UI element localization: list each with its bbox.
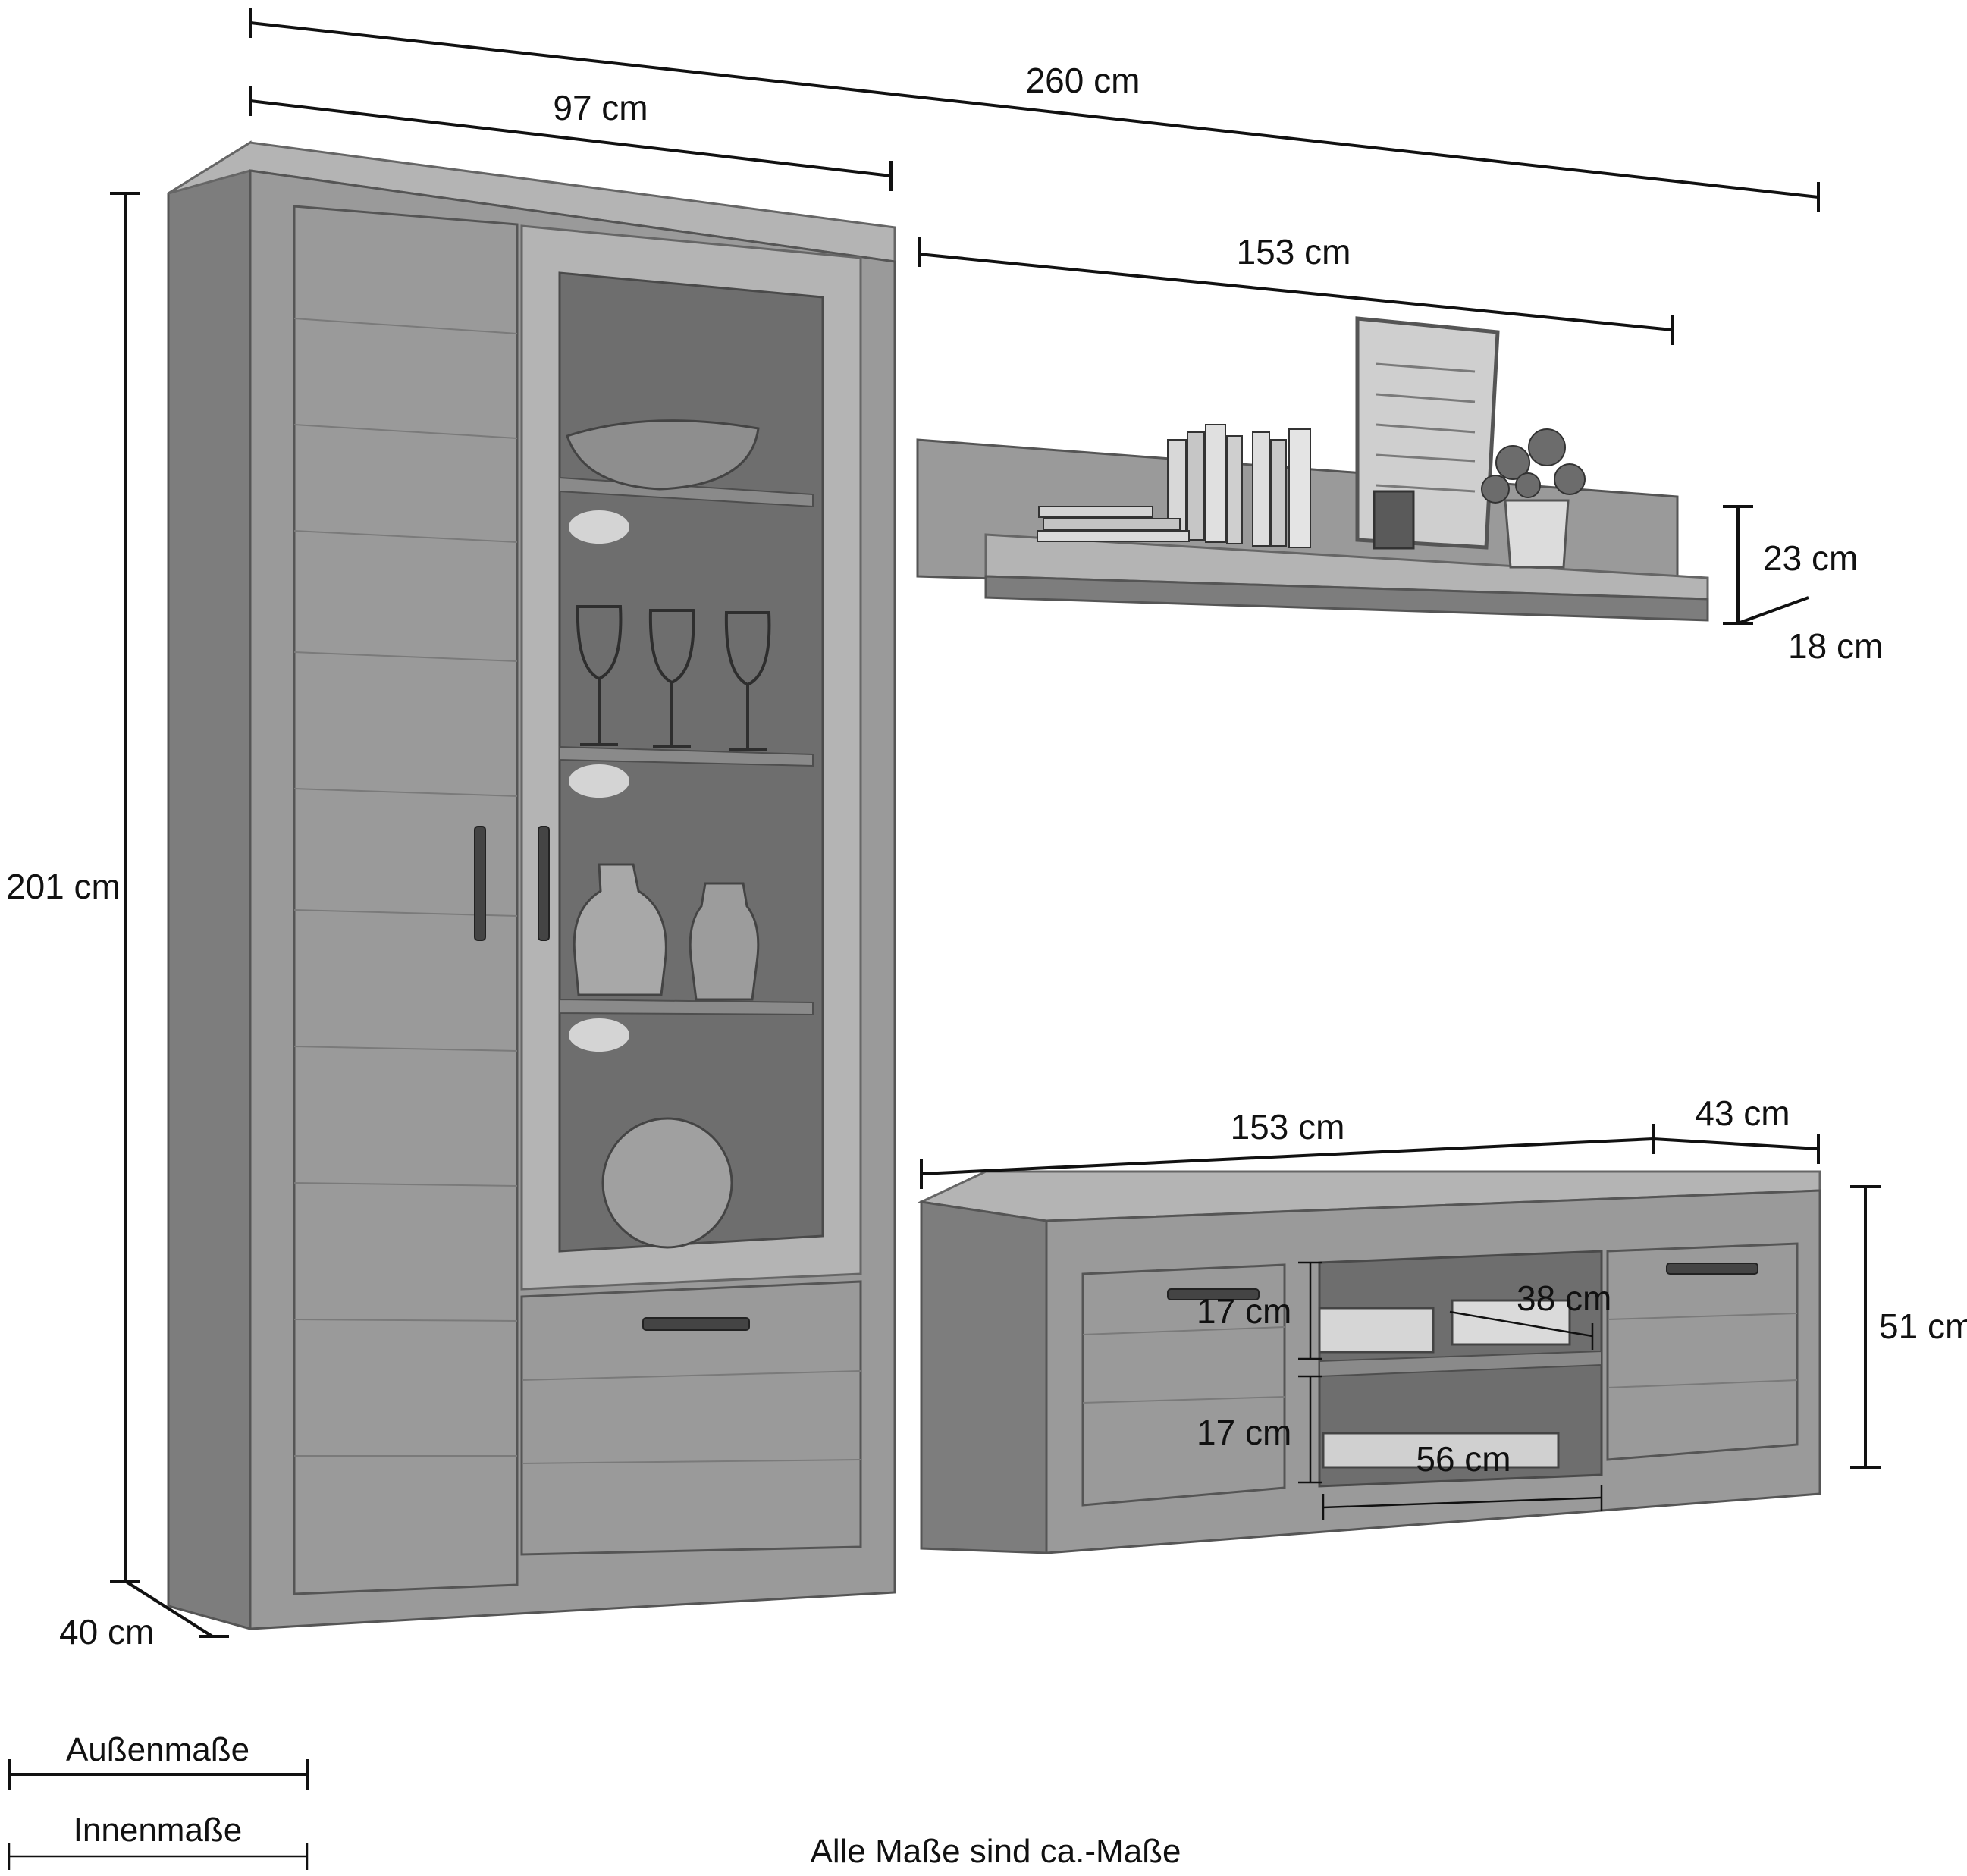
total-width-label: 260 cm: [1026, 61, 1140, 100]
cabinet-led-light: [569, 764, 629, 798]
decor-player: [1322, 1432, 1560, 1469]
legend: Außenmaße Innenmaße: [8, 1731, 309, 1870]
compartment-height-lower-label: 17 cm: [1197, 1413, 1291, 1452]
compartment-width-label: 56 cm: [1416, 1439, 1511, 1479]
decor-bowl: [566, 419, 760, 491]
lowboard-left-door: [1081, 1263, 1286, 1507]
compartment-height-upper-label: 17 cm: [1197, 1291, 1291, 1331]
decor-wine-glasses: [576, 605, 771, 751]
cabinet-drawer: [520, 1280, 862, 1556]
cabinet-side: [167, 140, 252, 1630]
left-door-handle: [474, 826, 486, 941]
shelf-height-label: 23 cm: [1763, 538, 1858, 578]
lowboard-height-label: 51 cm: [1879, 1307, 1967, 1346]
glass-door-handle: [538, 826, 550, 941]
cabinet-shelf: [559, 745, 814, 767]
compartment-depth-label: 38 cm: [1517, 1278, 1611, 1318]
decor-plant-leaves: [1481, 428, 1586, 504]
decor-ball: [601, 1117, 733, 1249]
cabinet-shelf: [559, 476, 814, 508]
cabinet-depth-label: 40 cm: [59, 1612, 154, 1652]
lowboard-compartment-shelf: [1319, 1350, 1602, 1378]
decor-receiver: [1318, 1307, 1435, 1354]
cabinet-drawer-handle: [642, 1317, 750, 1331]
letter-board-lines: [1376, 362, 1476, 493]
lowboard-width-label: 153 cm: [1231, 1107, 1345, 1147]
shelf-board-front: [984, 575, 1709, 622]
decor-plant-pot: [1504, 499, 1570, 569]
cabinet-led-light: [569, 1018, 629, 1052]
cabinet-width-label: 97 cm: [553, 88, 648, 127]
lowboard-right-door-handle: [1666, 1263, 1758, 1275]
decor-vase: [573, 863, 667, 996]
cabinet-left-door: [293, 205, 519, 1595]
approx-dimensions-note: Alle Maße sind ca.-Maße: [810, 1833, 1181, 1870]
cabinet-top: [168, 141, 896, 263]
shelf-width-label: 153 cm: [1237, 232, 1351, 271]
decor-vase: [689, 882, 760, 1001]
lowboard-depth-label: 43 cm: [1695, 1093, 1790, 1133]
cabinet-shelf: [559, 998, 814, 1016]
decor-books: [1037, 424, 1311, 548]
shelf-depth-label: 18 cm: [1788, 626, 1883, 666]
left-door-planks: [293, 318, 518, 1457]
lowboard-left-door-handle: [1167, 1288, 1260, 1300]
decor-camera: [1373, 490, 1415, 550]
cabinet-led-light: [569, 510, 629, 544]
legend-inner-label: Innenmaße: [74, 1812, 243, 1849]
tv-lowboard: [917, 1170, 1821, 1554]
dimension-labels: 260 cm 97 cm 201 cm 40 cm 153 cm 23 cm 1…: [6, 61, 1967, 1652]
lowboard-side: [920, 1200, 1048, 1554]
dimension-lines: [110, 8, 1881, 1638]
wall-shelf: [916, 316, 1709, 622]
glass-cabinet: [167, 140, 896, 1630]
legend-outer-label: Außenmaße: [66, 1731, 249, 1768]
lowboard-right-door: [1606, 1242, 1799, 1461]
cabinet-height-label: 201 cm: [6, 867, 121, 906]
